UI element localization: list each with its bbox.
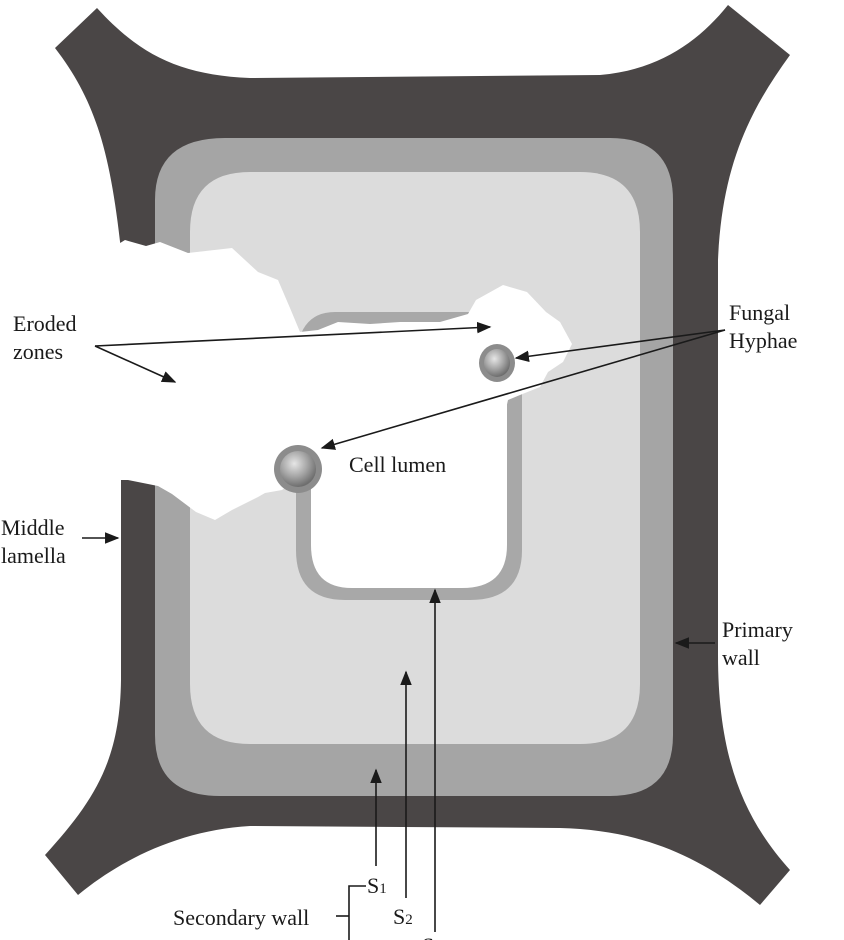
label-s2: S2 bbox=[393, 904, 413, 929]
label-middle-lamella-line2: lamella bbox=[1, 543, 66, 568]
label-s2-main: S bbox=[393, 904, 405, 929]
label-s3-partial: S bbox=[422, 933, 434, 940]
label-eroded-zones-line2: zones bbox=[13, 339, 63, 364]
secondary-wall-bracket bbox=[348, 885, 366, 940]
fungal-hypha-upper bbox=[479, 344, 515, 382]
label-fungal-hyphae-line2: Hyphae bbox=[729, 328, 797, 353]
label-s1-sub: 1 bbox=[379, 881, 387, 897]
label-primary-wall-line1: Primary bbox=[722, 617, 793, 642]
label-middle-lamella-line1: Middle bbox=[1, 515, 65, 540]
label-s1: S1 bbox=[367, 873, 387, 898]
label-primary-wall-line2: wall bbox=[722, 645, 760, 670]
arrow-hypha-lower bbox=[320, 329, 726, 450]
arrow-eroded-lower bbox=[94, 345, 177, 383]
arrow-eroded-upper bbox=[94, 321, 492, 347]
eroded-zone bbox=[40, 240, 572, 520]
label-s1-main: S bbox=[367, 873, 379, 898]
fungal-hypha-lower bbox=[274, 445, 322, 493]
label-eroded-zones-line1: Eroded bbox=[13, 311, 77, 336]
label-fungal-hyphae-line1: Fungal bbox=[729, 300, 790, 325]
label-secondary-wall: Secondary wall bbox=[173, 905, 309, 930]
label-s2-sub: 2 bbox=[405, 912, 413, 928]
label-cell-lumen: Cell lumen bbox=[349, 452, 446, 477]
annotation-lines bbox=[82, 321, 726, 940]
arrow-hypha-upper bbox=[514, 329, 726, 362]
